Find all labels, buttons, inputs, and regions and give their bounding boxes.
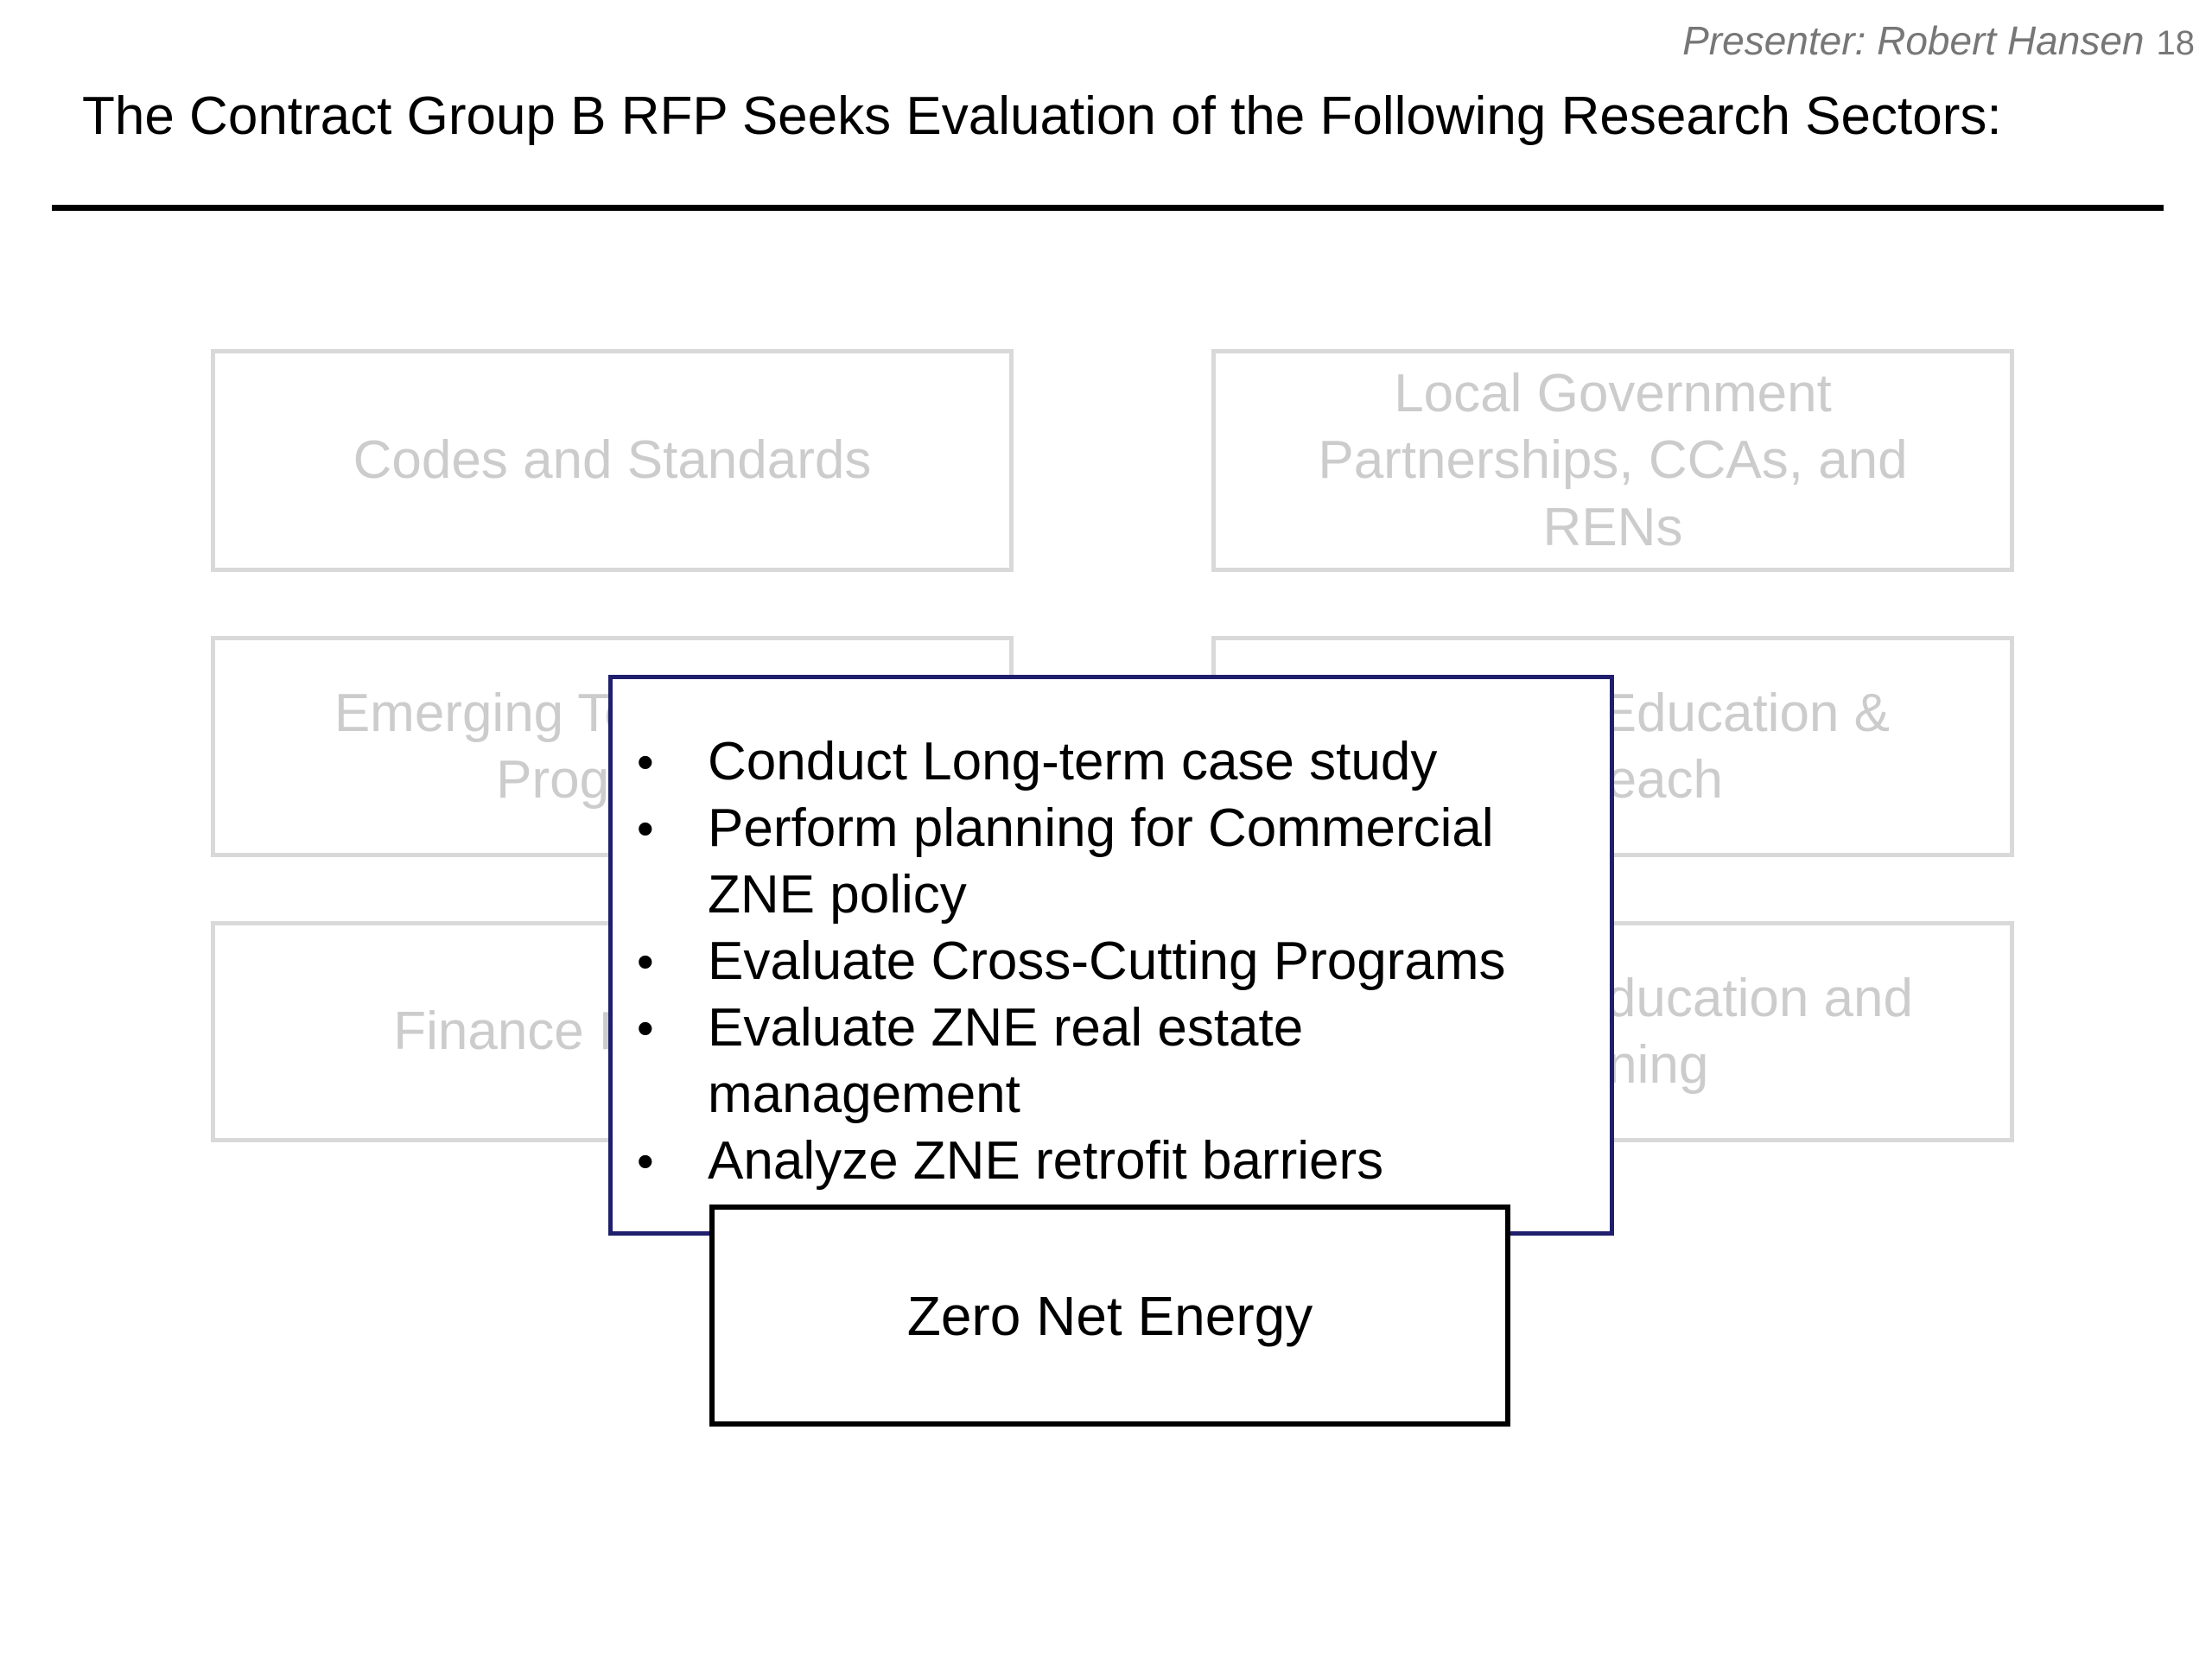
title-divider — [52, 205, 2164, 211]
slide-number: 18 — [2156, 24, 2196, 62]
list-item: • Conduct Long-term case study — [613, 728, 1610, 795]
list-item: • Evaluate Cross-Cutting Programs — [613, 928, 1610, 995]
zero-net-energy-box: Zero Net Energy — [709, 1205, 1510, 1427]
list-item-text: Evaluate ZNE real estate management — [708, 998, 1304, 1124]
bullet-icon: • — [637, 934, 654, 988]
sector-codes-and-standards: Codes and Standards — [211, 349, 1014, 572]
zne-detail-popup: • Conduct Long-term case study • Perform p… — [608, 675, 1614, 1236]
list-item-text: Conduct Long-term case study — [708, 732, 1438, 791]
presenter-name: Presenter: Robert Hansen — [1682, 18, 2145, 63]
slide-title: The Contract Group B RFP Seeks Evaluatio… — [82, 86, 2002, 146]
sector-local-government: Local Government Partnerships, CCAs, and… — [1211, 349, 2014, 572]
sector-label: Codes and Standards — [353, 430, 872, 491]
bullet-icon: • — [637, 801, 654, 855]
zne-label: Zero Net Energy — [906, 1284, 1313, 1347]
list-item: • Perform planning for Commercial ZNE pol… — [613, 795, 1610, 928]
list-item-text: Analyze ZNE retrofit barriers — [708, 1131, 1384, 1191]
bullet-icon: • — [637, 1134, 654, 1188]
bullet-icon: • — [637, 734, 654, 789]
list-item-text: Perform planning for Commercial ZNE poli… — [708, 798, 1494, 925]
bullet-icon: • — [637, 1001, 654, 1055]
zne-task-list: • Conduct Long-term case study • Perform p… — [613, 728, 1610, 1194]
sector-label: Local Government Partnerships, CCAs, and… — [1318, 363, 1908, 557]
list-item: • Analyze ZNE retrofit barriers — [613, 1128, 1610, 1194]
list-item-text: Evaluate Cross-Cutting Programs — [708, 931, 1506, 991]
presenter-label: Presenter: Robert Hansen 18 — [1682, 21, 2195, 60]
list-item: • Evaluate ZNE real estate management — [613, 995, 1610, 1128]
